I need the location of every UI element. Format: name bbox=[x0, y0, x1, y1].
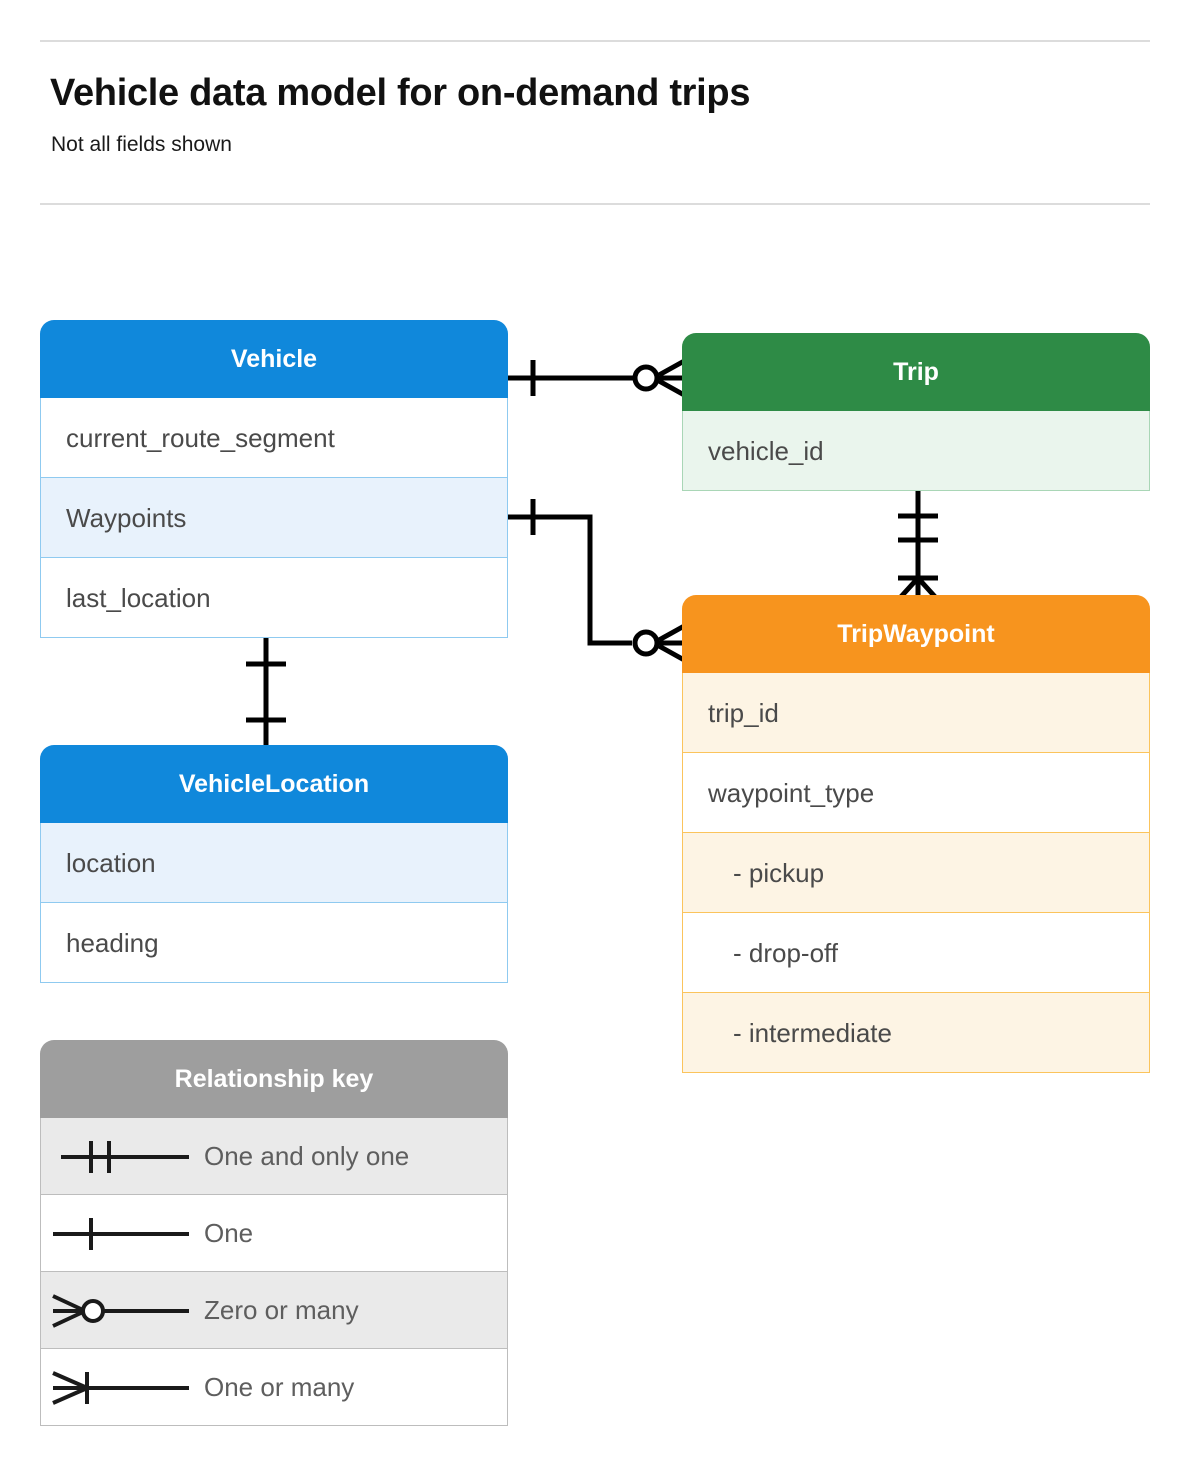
legend-item-one-and-only-one: One and only one bbox=[40, 1118, 508, 1195]
one-or-many-icon bbox=[41, 1349, 196, 1425]
page-subtitle: Not all fields shown bbox=[51, 133, 232, 156]
legend-item-one: One bbox=[40, 1195, 508, 1272]
entity-trip[interactable]: Trip vehicle_id bbox=[682, 333, 1150, 491]
connector-trip-tripwaypoint bbox=[896, 490, 940, 602]
header-divider bbox=[40, 203, 1150, 205]
entity-vehicle-field-current-route-segment[interactable]: current_route_segment bbox=[40, 398, 508, 478]
relationship-key-title: Relationship key bbox=[40, 1040, 508, 1118]
legend-item-zero-or-many: Zero or many bbox=[40, 1272, 508, 1349]
entity-trip-field-vehicle-id[interactable]: vehicle_id bbox=[682, 411, 1150, 491]
connector-waypoints-tripwaypoint bbox=[506, 499, 688, 664]
legend-item-one-or-many: One or many bbox=[40, 1349, 508, 1426]
entity-vehiclelocation-field-location[interactable]: location bbox=[40, 823, 508, 903]
entity-vehiclelocation[interactable]: VehicleLocation location heading bbox=[40, 745, 508, 983]
entity-vehiclelocation-title: VehicleLocation bbox=[40, 745, 508, 823]
legend-label-one-and-only-one: One and only one bbox=[204, 1140, 410, 1171]
relationship-key-legend: Relationship key One and only one bbox=[40, 1040, 508, 1426]
entity-tripwaypoint-field-waypoint-type[interactable]: waypoint_type bbox=[682, 753, 1150, 833]
connector-vehicle-trip bbox=[506, 357, 688, 399]
top-divider bbox=[40, 40, 1150, 42]
entity-tripwaypoint-value-drop-off[interactable]: - drop-off bbox=[682, 913, 1150, 993]
entity-tripwaypoint-value-intermediate[interactable]: - intermediate bbox=[682, 993, 1150, 1073]
legend-label-one-or-many: One or many bbox=[204, 1371, 355, 1402]
one-icon bbox=[41, 1195, 196, 1271]
entity-vehiclelocation-field-heading[interactable]: heading bbox=[40, 903, 508, 983]
entity-tripwaypoint-title: TripWaypoint bbox=[682, 595, 1150, 673]
connector-vehicle-vehiclelocation bbox=[246, 638, 286, 748]
entity-vehicle-field-waypoints[interactable]: Waypoints bbox=[40, 478, 508, 558]
entity-tripwaypoint-value-pickup[interactable]: - pickup bbox=[682, 833, 1150, 913]
legend-label-one: One bbox=[204, 1217, 254, 1248]
entity-tripwaypoint-field-trip-id[interactable]: trip_id bbox=[682, 673, 1150, 753]
entity-trip-title: Trip bbox=[682, 333, 1150, 411]
entity-tripwaypoint[interactable]: TripWaypoint trip_id waypoint_type - pic… bbox=[682, 595, 1150, 1073]
entity-vehicle-title: Vehicle bbox=[40, 320, 508, 398]
one-and-only-one-icon bbox=[41, 1118, 196, 1194]
zero-or-many-icon bbox=[41, 1272, 196, 1348]
entity-vehicle-field-last-location[interactable]: last_location bbox=[40, 558, 508, 638]
legend-label-zero-or-many: Zero or many bbox=[204, 1294, 359, 1325]
entity-vehicle[interactable]: Vehicle current_route_segment Waypoints … bbox=[40, 320, 508, 638]
page-title: Vehicle data model for on-demand trips bbox=[50, 72, 751, 114]
